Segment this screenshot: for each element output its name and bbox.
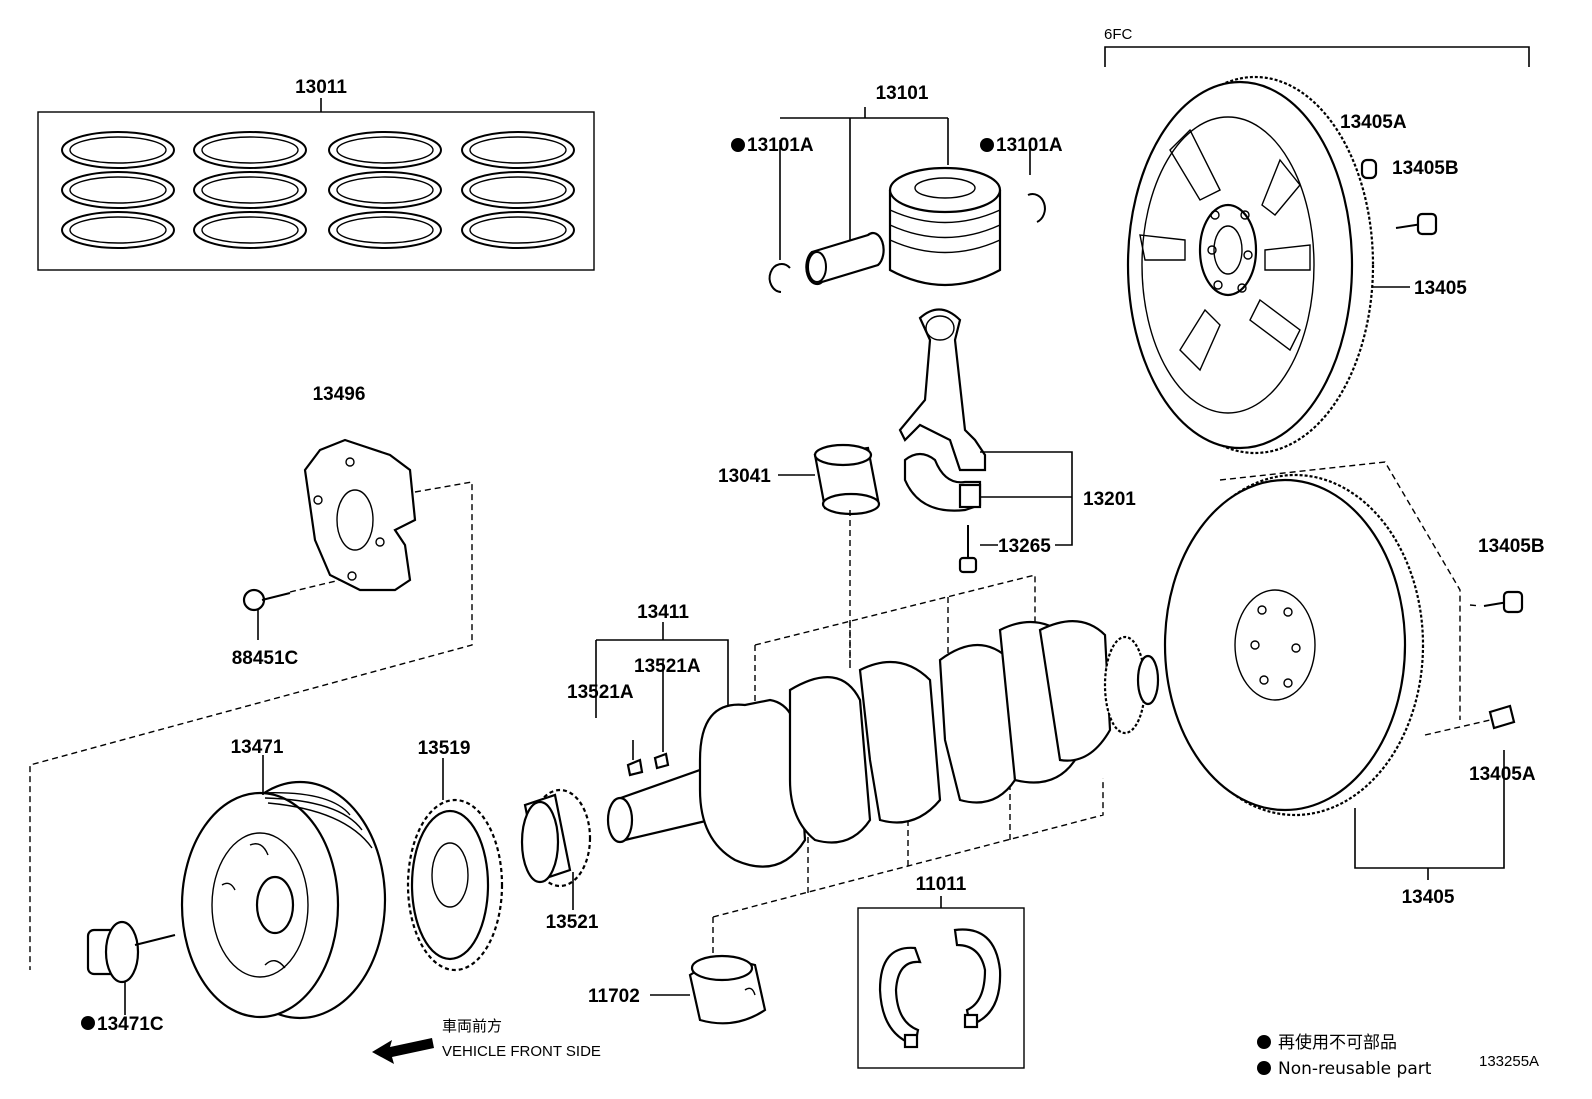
callout-13405-top[interactable]: 13405 [1414, 278, 1467, 299]
vehicle-front-arrow-icon [372, 1038, 434, 1064]
group-code-6fc: 6FC [1104, 26, 1133, 43]
flywheel[interactable] [1163, 461, 1461, 817]
piston-ring-set-2[interactable] [193, 131, 307, 249]
callout-13101[interactable]: 13101 [876, 83, 929, 104]
piston-ring-set-3[interactable] [328, 131, 442, 249]
crankshaft-pulley[interactable] [180, 780, 387, 1020]
crankshaft[interactable] [606, 620, 1160, 868]
timing-rotor-plate[interactable] [303, 438, 417, 592]
callout-13471[interactable]: 13471 [231, 737, 284, 758]
legend-text-en: Non-reusable part [1278, 1059, 1432, 1079]
callout-13471C[interactable]: 13471C [97, 1014, 164, 1035]
non-reusable-marker [731, 138, 745, 152]
piston-ring-set-box [37, 98, 595, 271]
callout-13405A-right[interactable]: 13405A [1469, 764, 1536, 785]
bolt-13405b-right[interactable] [1483, 590, 1524, 614]
drive-plate-ring-gear[interactable] [1126, 75, 1375, 455]
piston-ring-set-4[interactable] [461, 131, 575, 249]
piston-group [768, 107, 1046, 293]
thrust-washer-set-box [857, 896, 1025, 1069]
crankshaft-dashed-frame [712, 574, 1104, 918]
callout-13405A-top[interactable]: 13405A [1340, 112, 1407, 133]
connecting-rod[interactable] [898, 308, 987, 472]
piston-pin[interactable] [805, 231, 885, 286]
connecting-rod-bolt[interactable] [958, 525, 978, 574]
callout-13411[interactable]: 13411 [637, 602, 689, 623]
group-6fc-bracket [1104, 46, 1530, 67]
callout-11011[interactable]: 11011 [916, 874, 967, 895]
callout-88451C[interactable]: 88451C [232, 648, 299, 669]
piston[interactable] [888, 166, 1002, 286]
crankshaft-sprocket[interactable] [520, 788, 592, 888]
bolt-88451c[interactable] [242, 588, 291, 640]
callout-13405B-right[interactable]: 13405B [1478, 536, 1545, 557]
callout-11702[interactable]: 11702 [588, 986, 640, 1007]
callout-13011[interactable]: 13011 [295, 77, 347, 98]
legend-marker [1257, 1061, 1271, 1075]
callout-13101A-left[interactable]: 13101A [747, 135, 814, 156]
snap-ring-left[interactable] [768, 263, 791, 293]
piston-ring-set-1[interactable] [61, 131, 175, 249]
legend-marker [1257, 1035, 1271, 1049]
callout-13496[interactable]: 13496 [313, 384, 366, 405]
crankshaft-key-2[interactable] [653, 752, 670, 770]
callout-13521[interactable]: 13521 [546, 912, 599, 933]
dowel-pin-13405a-right[interactable] [1488, 704, 1516, 730]
callout-13521A-lower[interactable]: 13521A [567, 682, 634, 703]
bolt-13405b-top[interactable] [1395, 212, 1438, 236]
direction-label-jp: 車両前方 [442, 1018, 502, 1035]
non-reusable-marker [980, 138, 994, 152]
callout-13265[interactable]: 13265 [998, 536, 1051, 557]
dowel-pin-13405a-top[interactable] [1360, 158, 1378, 180]
callout-13405-bottom[interactable]: 13405 [1402, 887, 1455, 908]
callout-13041[interactable]: 13041 [718, 466, 771, 487]
connecting-rod-cap[interactable] [903, 452, 982, 512]
callout-13101A-right[interactable]: 13101A [996, 135, 1063, 156]
legend-text-jp: 再使用不可部品 [1278, 1032, 1397, 1053]
callout-13201[interactable]: 13201 [1083, 489, 1136, 510]
callout-13519[interactable]: 13519 [418, 738, 471, 759]
non-reusable-marker [81, 1016, 95, 1030]
thrust-washer-2[interactable] [953, 928, 1002, 1029]
callout-13521A-upper[interactable]: 13521A [634, 656, 701, 677]
figure-id: 133255A [1479, 1053, 1539, 1070]
crankshaft-main-bearing[interactable] [688, 954, 767, 1025]
direction-label-en: VEHICLE FRONT SIDE [442, 1043, 601, 1060]
pulley-bolt-13471c[interactable] [86, 920, 176, 1015]
snap-ring-right[interactable] [1027, 193, 1046, 223]
connecting-rod-bearing[interactable] [813, 443, 881, 516]
crankshaft-timing-gear[interactable] [406, 798, 504, 972]
crankshaft-key-1[interactable] [626, 758, 644, 777]
callout-13405B-top[interactable]: 13405B [1392, 158, 1459, 179]
thrust-washer-1[interactable] [878, 946, 922, 1049]
